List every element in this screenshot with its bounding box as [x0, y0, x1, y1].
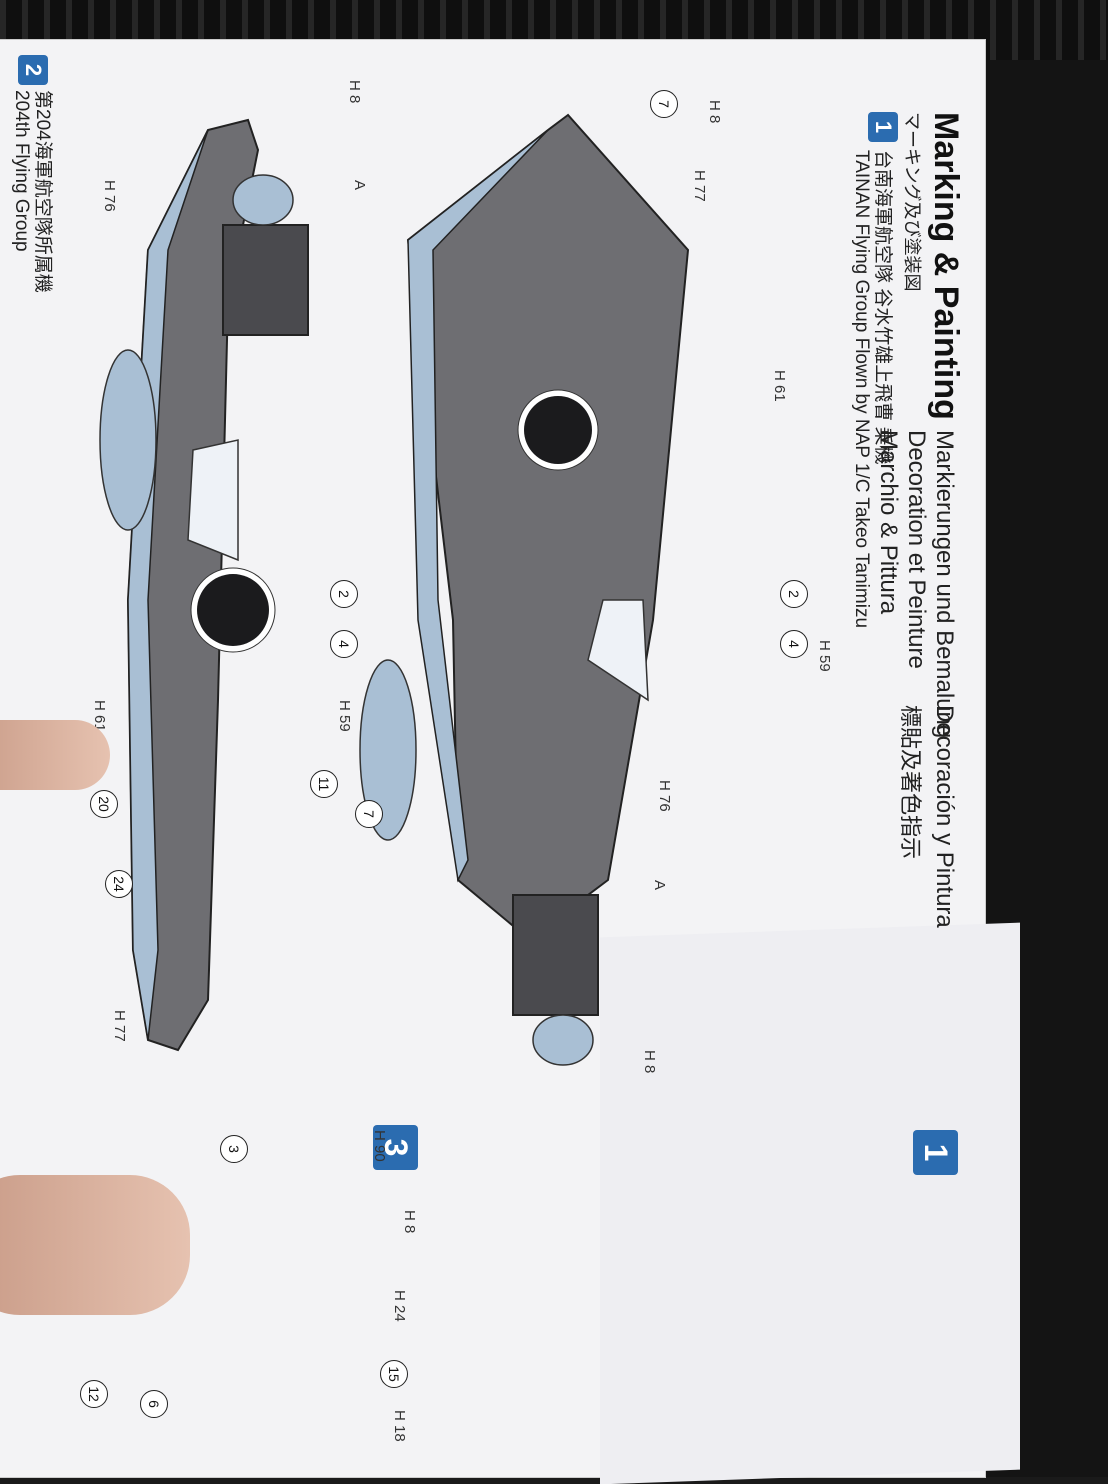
callout-h59-2: H 59 [336, 700, 353, 732]
callout-h8-top: H 8 [706, 100, 723, 124]
aircraft-profile-1 [359, 113, 690, 1066]
callout-h8-plan: H 8 [401, 1210, 418, 1234]
callout-h8-2: H 8 [346, 80, 363, 104]
callout-a-1: A [651, 880, 668, 891]
callout-4-2: 4 [330, 630, 358, 658]
finger-2 [0, 1175, 190, 1315]
aircraft-profile-2 [99, 118, 309, 1052]
callout-7-2: 7 [355, 800, 383, 828]
hinomaru-1 [524, 396, 592, 464]
hinomaru-2 [197, 574, 269, 646]
callout-2-1: 2 [780, 580, 808, 608]
callout-h77-2: H 77 [111, 1010, 128, 1042]
callout-20: 20 [90, 790, 118, 818]
callout-h90-a: H 90 [371, 1130, 388, 1162]
callout-11: 11 [310, 770, 338, 798]
callout-15: 15 [380, 1360, 408, 1388]
callout-2-2: 2 [330, 580, 358, 608]
callout-h59: H 59 [816, 640, 833, 672]
callout-a-2: A [351, 180, 368, 191]
callout-h76-2: H 76 [101, 180, 118, 212]
callout-h8-1: H 8 [641, 1050, 658, 1074]
finger-1 [0, 720, 110, 790]
callout-24: 24 [105, 870, 133, 898]
callout-h18: H 18 [391, 1410, 408, 1442]
callout-h61: H 61 [771, 370, 788, 402]
callout-4-1: 4 [780, 630, 808, 658]
callout-3: 3 [220, 1135, 248, 1163]
callout-7-1: 7 [650, 90, 678, 118]
callout-6: 6 [140, 1390, 168, 1418]
callout-h24: H 24 [391, 1290, 408, 1322]
callout-12: 12 [80, 1380, 108, 1408]
scheme-1-badge-plan: 1 [913, 1130, 958, 1175]
callout-h77: H 77 [691, 170, 708, 202]
callout-h76-1: H 76 [656, 780, 673, 812]
